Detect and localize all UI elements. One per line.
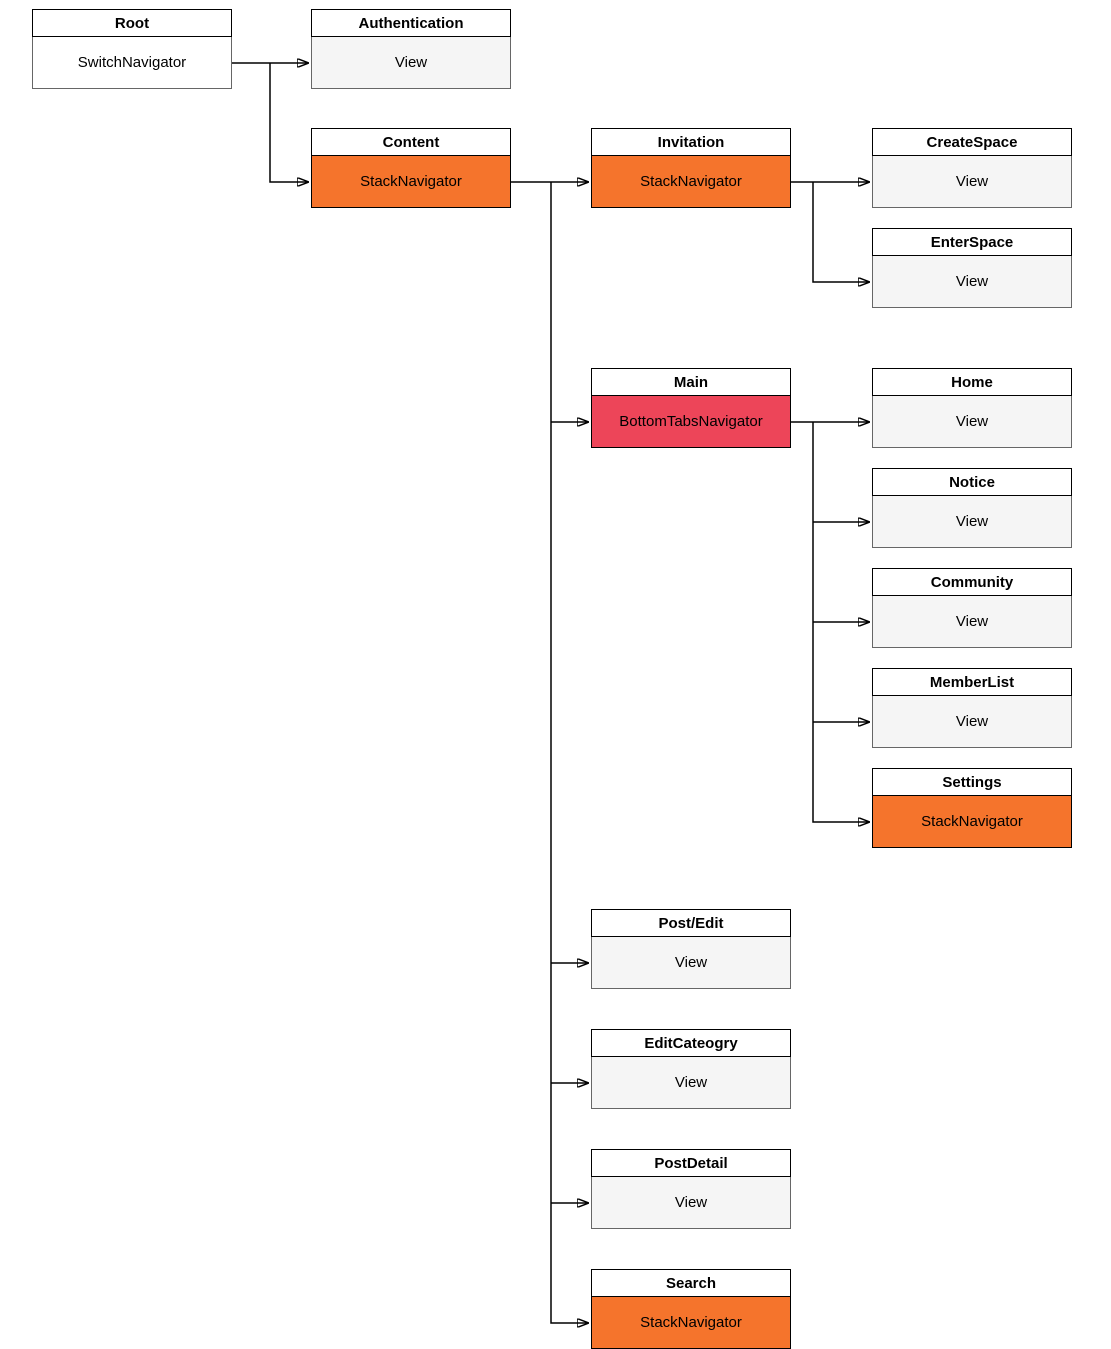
node-notice-title: Notice	[872, 468, 1072, 496]
node-post-edit-title: Post/Edit	[591, 909, 791, 937]
node-root-body: SwitchNavigator	[32, 37, 232, 89]
node-authentication: Authentication View	[311, 9, 511, 89]
node-settings-body: StackNavigator	[872, 796, 1072, 848]
node-edit-cateogry-body: View	[591, 1057, 791, 1109]
node-settings: Settings StackNavigator	[872, 768, 1072, 848]
node-member-list: MemberList View	[872, 668, 1072, 748]
node-main: Main BottomTabsNavigator	[591, 368, 791, 448]
node-community-title: Community	[872, 568, 1072, 596]
edge-content-search	[550, 182, 588, 1323]
node-invitation: Invitation StackNavigator	[591, 128, 791, 208]
node-root: Root SwitchNavigator	[32, 9, 232, 89]
node-edit-cateogry: EditCateogry View	[591, 1029, 791, 1109]
edge-invitation-enter-space	[812, 182, 869, 282]
node-create-space-body: View	[872, 156, 1072, 208]
node-notice: Notice View	[872, 468, 1072, 548]
node-edit-cateogry-title: EditCateogry	[591, 1029, 791, 1057]
node-post-edit-body: View	[591, 937, 791, 989]
node-content-title: Content	[311, 128, 511, 156]
node-search-body: StackNavigator	[591, 1297, 791, 1349]
node-content-body: StackNavigator	[311, 156, 511, 208]
node-enter-space-body: View	[872, 256, 1072, 308]
node-post-edit: Post/Edit View	[591, 909, 791, 989]
node-notice-body: View	[872, 496, 1072, 548]
node-authentication-body: View	[311, 37, 511, 89]
node-community: Community View	[872, 568, 1072, 648]
node-settings-title: Settings	[872, 768, 1072, 796]
node-community-body: View	[872, 596, 1072, 648]
node-member-list-title: MemberList	[872, 668, 1072, 696]
edge-main-settings	[812, 422, 869, 822]
node-home-body: View	[872, 396, 1072, 448]
node-invitation-body: StackNavigator	[591, 156, 791, 208]
node-create-space-title: CreateSpace	[872, 128, 1072, 156]
node-authentication-title: Authentication	[311, 9, 511, 37]
node-search-title: Search	[591, 1269, 791, 1297]
node-main-body: BottomTabsNavigator	[591, 396, 791, 448]
node-post-detail-body: View	[591, 1177, 791, 1229]
node-content: Content StackNavigator	[311, 128, 511, 208]
node-create-space: CreateSpace View	[872, 128, 1072, 208]
node-home-title: Home	[872, 368, 1072, 396]
node-search: Search StackNavigator	[591, 1269, 791, 1349]
node-home: Home View	[872, 368, 1072, 448]
node-root-title: Root	[32, 9, 232, 37]
node-enter-space-title: EnterSpace	[872, 228, 1072, 256]
node-main-title: Main	[591, 368, 791, 396]
node-invitation-title: Invitation	[591, 128, 791, 156]
node-post-detail: PostDetail View	[591, 1149, 791, 1229]
edge-root-content	[269, 63, 308, 182]
node-member-list-body: View	[872, 696, 1072, 748]
node-enter-space: EnterSpace View	[872, 228, 1072, 308]
node-post-detail-title: PostDetail	[591, 1149, 791, 1177]
